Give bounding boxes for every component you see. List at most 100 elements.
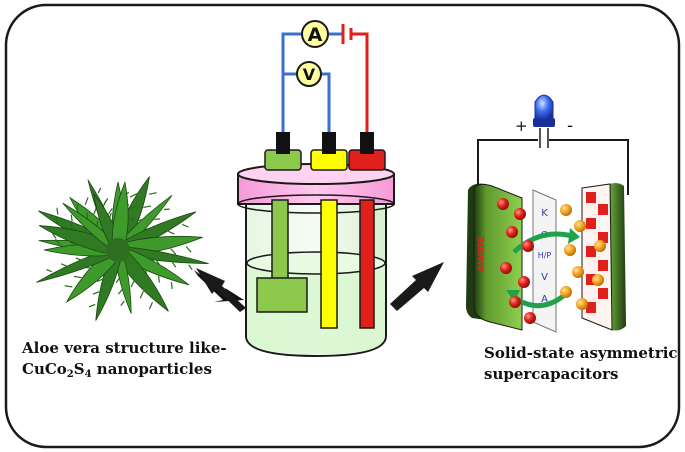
aloe-spike (172, 262, 177, 268)
aloe-spike (103, 198, 109, 205)
anion-ion (594, 240, 606, 252)
aloe-spike (170, 248, 177, 255)
anion-ion (592, 274, 604, 286)
separator-letter: K (541, 208, 548, 219)
aloe-spike (128, 205, 137, 210)
aloe-spike (55, 238, 61, 245)
cathode-square (586, 192, 596, 203)
cathode-square (598, 260, 608, 271)
aloe-spike (96, 278, 104, 282)
anion-ion (560, 204, 572, 216)
aloe-spike (185, 246, 192, 253)
cathode-square (598, 204, 608, 215)
ammeter-label: A (308, 24, 323, 46)
led-positive-terminal: + (515, 117, 528, 135)
cation-ion (514, 208, 526, 220)
electrode-cap-right (348, 132, 386, 171)
voltmeter-label: V (303, 65, 316, 84)
caption-nanoparticles-line2: CuCo2S4 nanoparticles (22, 360, 212, 380)
separator-letter: V (541, 272, 548, 283)
voltmeter: V (296, 61, 322, 87)
aloe-leaf (111, 180, 129, 251)
separator-letter: H/P (538, 251, 552, 260)
cation-ion (524, 312, 536, 324)
aloe-spike (168, 230, 175, 235)
separator (532, 189, 557, 333)
aloe-spike (148, 301, 154, 310)
aloe-spike (75, 257, 82, 261)
wire-left-electrode (281, 32, 303, 138)
jar-lid-bottom (237, 194, 395, 214)
device-wire-right (549, 139, 629, 195)
caption-nanoparticles: Aloe vera structure like- CuCo2S4 nanopa… (22, 338, 227, 380)
aloe-spike (158, 275, 160, 283)
cathode-square (586, 302, 596, 313)
aloe-spike (115, 277, 121, 284)
electrochemical-cell (237, 132, 395, 358)
supercapacitor-device: + - ANODE KOH/PVA (466, 94, 629, 333)
aloe-spike (97, 187, 102, 194)
ion-flow-arrow-upper-head (568, 228, 580, 244)
anion-ion (560, 286, 572, 298)
arrow-to-aloe-shape (196, 268, 246, 312)
cation-ion (506, 226, 518, 238)
aloe-spike (55, 216, 59, 225)
led (533, 94, 555, 148)
aloe-spike (188, 264, 193, 271)
aloe-vera-illustration (36, 176, 209, 321)
cation-ion (518, 276, 530, 288)
aloe-spike (130, 279, 135, 288)
cation-ion (500, 262, 512, 274)
aloe-spike (117, 289, 123, 295)
battery-symbol (341, 24, 353, 44)
device-wire (477, 139, 538, 195)
anion-ion (576, 298, 588, 310)
cathode-square (586, 246, 596, 257)
anion-ion (574, 220, 586, 232)
aloe-spike (92, 291, 100, 295)
aloe-spike (148, 192, 157, 195)
ion-flow-arrow-lower-head (506, 290, 520, 302)
aloe-spike (46, 269, 53, 273)
aloe-spike (73, 275, 82, 279)
electrode-cap-middle (310, 132, 348, 171)
aloe-spike (127, 217, 135, 222)
aloe-center (106, 238, 130, 262)
ion-flow-arrow-upper (512, 231, 573, 254)
ions (497, 198, 606, 324)
aloe-spike (120, 300, 125, 307)
working-electrode (271, 199, 289, 281)
anion-ion (572, 266, 584, 278)
aloe-spike (52, 233, 57, 239)
cathode-squares (586, 192, 608, 313)
aloe-spike (170, 282, 173, 289)
arrow-to-aloe (194, 270, 244, 302)
counter-electrode (359, 199, 375, 329)
aloe-spike (60, 263, 67, 267)
cation-ion (509, 296, 521, 308)
ammeter: A (301, 20, 329, 48)
circuit-wires (281, 32, 369, 138)
electrode-cap-left (264, 132, 302, 171)
wire-red-counter (352, 32, 369, 138)
aloe-spike (182, 223, 189, 228)
anion-ion (564, 244, 576, 256)
aloe-spike (56, 207, 59, 215)
aloe-spike (70, 214, 73, 222)
arrow-to-supercapacitor (390, 262, 444, 311)
separator-letter: A (541, 294, 548, 305)
caption-supercapacitors: Solid-state asymmetric supercapacitors (484, 343, 678, 385)
cation-ion (522, 240, 534, 252)
aloe-spike (139, 290, 144, 299)
cathode-square (586, 218, 596, 229)
aloe-spike (129, 193, 138, 198)
led-negative-terminal: - (567, 116, 573, 136)
aloe-spike (107, 208, 113, 215)
cathode-square (598, 288, 608, 299)
aloe-spike (70, 221, 73, 230)
aloe-spike (64, 285, 73, 288)
aloe-spike (84, 197, 89, 205)
caption-supercapacitors-line2: supercapacitors (484, 365, 619, 383)
reference-electrode (320, 199, 338, 329)
